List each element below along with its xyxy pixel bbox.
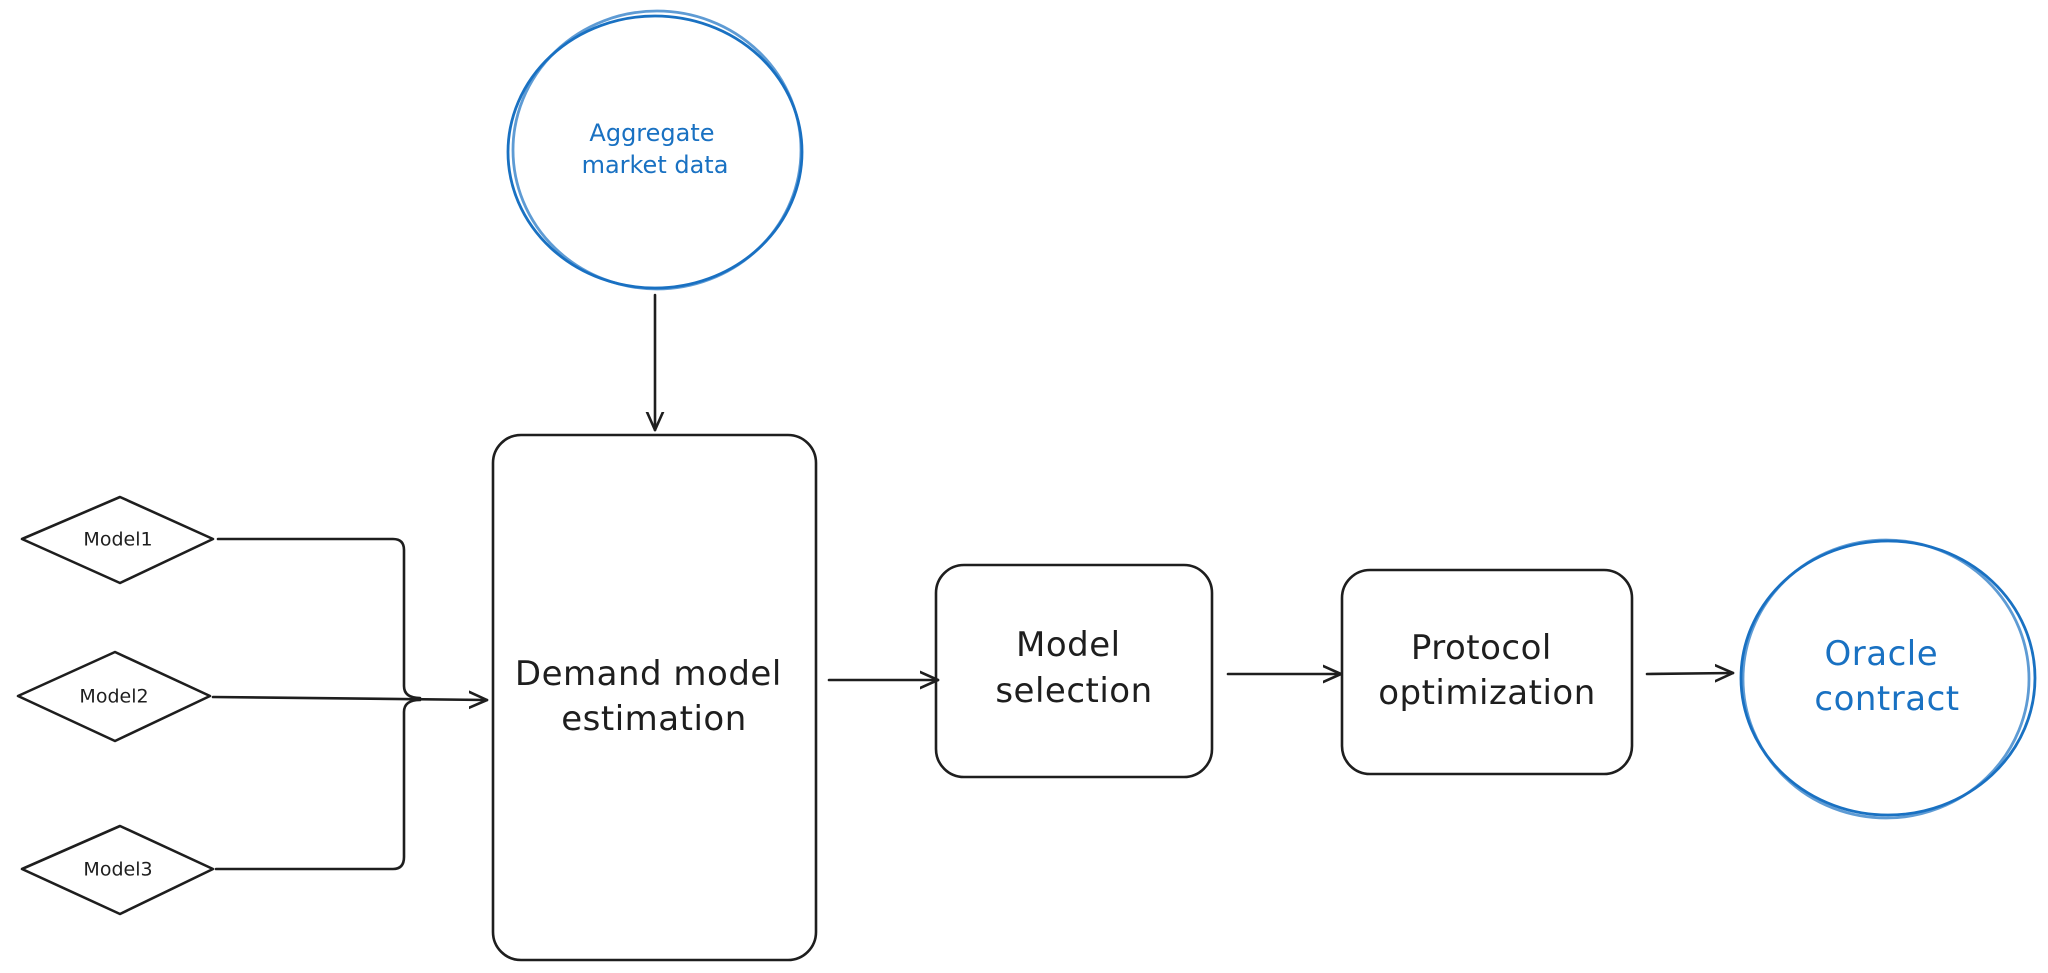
model-selection-line-1: Model [1016, 625, 1121, 665]
protocol-optimization-label: Protocol optimization [1378, 628, 1596, 713]
demand-model-estimation-label: Demand model estimation [515, 654, 793, 739]
demand-model-estimation-line-1: Demand model [515, 654, 782, 694]
model-selection-line-2: selection [995, 671, 1152, 711]
model3-label: Model3 [83, 859, 152, 881]
aggregate-market-data-circle-sketch [511, 9, 803, 291]
node-aggregate-market-data: Aggregate market data [506, 9, 804, 291]
model2-label: Model2 [79, 686, 148, 708]
protocol-optimization-line-1: Protocol [1411, 628, 1552, 668]
demand-model-estimation-line-2: estimation [561, 699, 747, 739]
protocol-optimization-line-2: optimization [1378, 673, 1596, 713]
oracle-contract-label: Oracle contract [1814, 634, 1959, 719]
aggregate-market-data-line-1: Aggregate [589, 119, 714, 147]
model1-diamond [20, 495, 215, 585]
node-oracle-contract: Oracle contract [1739, 538, 2037, 820]
oracle-contract-line-2: contract [1814, 679, 1959, 719]
node-model-selection: Model selection [934, 563, 1214, 779]
node-model1: Model1 [20, 495, 215, 585]
connectors [211, 293, 1735, 871]
edge-protocol-to-oracle [1645, 673, 1735, 674]
node-demand-model-estimation: Demand model estimation [491, 433, 818, 962]
model-selection-box [934, 563, 1214, 779]
model2-diamond [16, 650, 212, 743]
node-model3: Model3 [20, 824, 215, 916]
model-selection-label: Model selection [995, 625, 1152, 711]
protocol-optimization-box [1340, 568, 1634, 776]
oracle-contract-circle-sketch [1741, 538, 2031, 820]
edge-model1-to-demand [216, 537, 422, 700]
edge-model2-to-demand [211, 697, 489, 700]
aggregate-market-data-label: Aggregate market data [582, 119, 729, 179]
demand-model-estimation-box [491, 433, 818, 962]
node-model2: Model2 [16, 650, 212, 743]
edge-model3-to-demand [214, 698, 422, 871]
node-protocol-optimization: Protocol optimization [1340, 568, 1634, 776]
oracle-contract-line-1: Oracle [1825, 634, 1939, 674]
aggregate-market-data-line-2: market data [582, 151, 729, 179]
model3-diamond [20, 824, 215, 916]
model1-label: Model1 [83, 529, 152, 551]
